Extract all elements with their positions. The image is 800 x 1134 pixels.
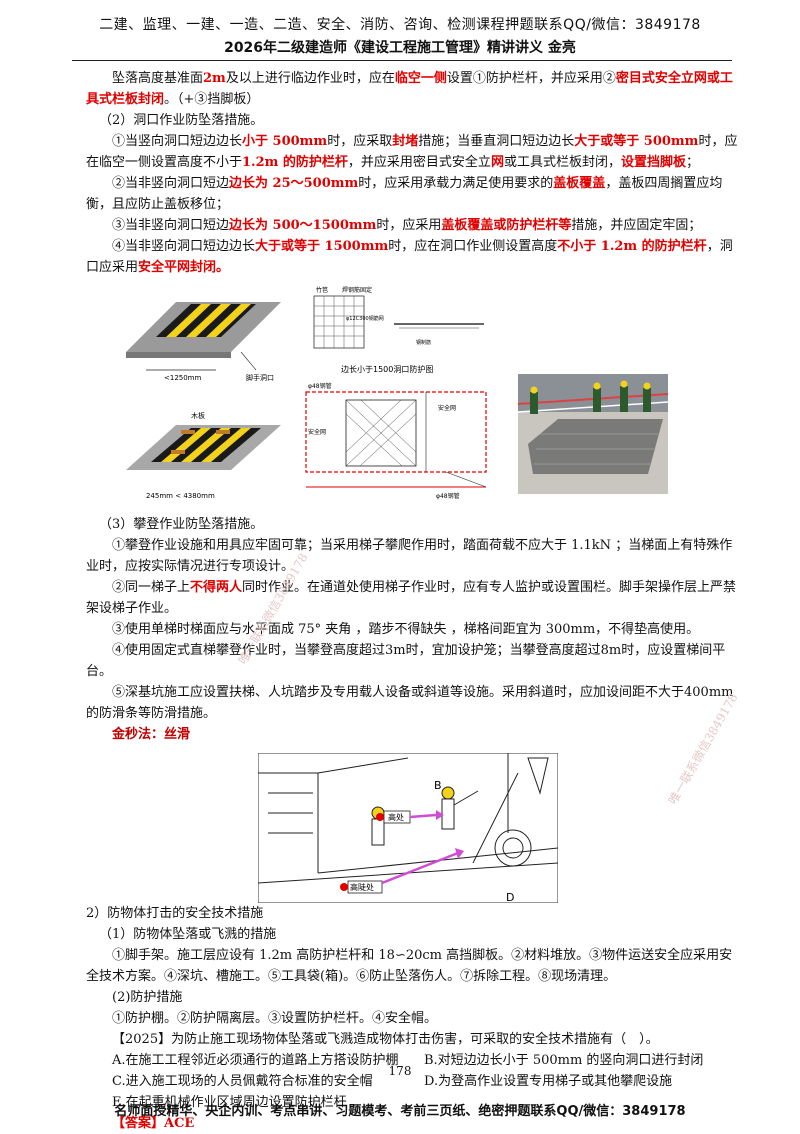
footer-contact-line: 名师面授精华、央企内训、考点串讲、习题模考、考前三页纸、绝密押题联系QQ/微信：… bbox=[114, 1104, 686, 1119]
net-label: 安全网 bbox=[438, 404, 456, 412]
text: 时，应采用承载力满足使用要求的 bbox=[358, 176, 554, 191]
net-label-2: 安全网 bbox=[308, 428, 326, 436]
opening-protection-figures: <1250mm 脚手洞口 木板 245mm < 4380mm 竹笆 焊钢筋固 bbox=[86, 282, 742, 512]
highlight: 1.2m 的防护栏杆 bbox=[242, 155, 348, 170]
plan-title: 边长小于1500洞口防护图 bbox=[341, 364, 433, 374]
text: 坠落高度基准面 bbox=[112, 71, 204, 86]
section-heading-openings: （2）洞口作业防坠落措施。 bbox=[99, 113, 264, 128]
text: 设置①防护栏杆，并应采用② bbox=[446, 71, 616, 86]
climbing-item-5: ⑤深基坑施工应设置扶梯、人坑踏步及专用载人设备或斜道等设施。采用斜道时，应加设间… bbox=[86, 685, 734, 721]
page-content: 坠落高度基准面2m及以上进行临边作业时，应在临空一侧设置①防护栏杆，并应采用②密… bbox=[86, 68, 742, 1134]
text: 时，应在临空一侧设置高度不小于 bbox=[86, 134, 738, 170]
rebar-label: 钢制筋 bbox=[416, 339, 431, 346]
text: 时，应采取 bbox=[327, 134, 393, 149]
highlight: 安全平网封闭。 bbox=[138, 260, 230, 275]
header-contact-line: 二建、监理、一建、一造、二造、安全、消防、咨询、检测课程押题联系QQ/微信：38… bbox=[99, 17, 701, 33]
exam-question: 【2025】为防止施工现场物体坠落或飞溅造成物体打击伤害，可采取的安全技术措施有… bbox=[112, 1032, 659, 1047]
option-c: C.进入施工现场的人员佩戴符合标准的安全帽 bbox=[112, 1074, 373, 1089]
text: 同时作业。在通道处使用梯子作业时，应有专人监护或设置围栏。脚手架操作层上严禁架设… bbox=[86, 580, 737, 616]
item-4: ④当非竖向洞口短边边长大于或等于 1500mm时，应在洞口作业侧设置高度不小于 … bbox=[86, 236, 742, 278]
highlight: 边长为 25～500mm bbox=[229, 176, 359, 191]
text: 措施；当垂直洞口短边边长 bbox=[418, 134, 575, 149]
highlight: 网 bbox=[490, 155, 504, 170]
highlight: 盖板覆盖 bbox=[553, 176, 606, 191]
options-row-2: C.进入施工现场的人员佩戴符合标准的安全帽 D.为登高作业设置专用梯子或其他攀爬… bbox=[86, 1071, 742, 1092]
item-3: ③当非竖向洞口短边边长为 500～1500mm时，应采用盖板覆盖或防护栏杆等措施… bbox=[86, 215, 742, 236]
text: 及以上进行临边作业时，应在 bbox=[225, 71, 395, 86]
section-heading-climbing: （3）攀登作业防坠落措施。 bbox=[99, 517, 264, 532]
climbing-item-1: ①攀登作业设施和用具应牢固可靠；当采用梯子攀爬作用时，踏面荷载不应大于 1.1k… bbox=[86, 538, 733, 574]
text: ，洞口应采用 bbox=[86, 239, 733, 275]
highlight: 设置挡脚板 bbox=[620, 155, 686, 170]
text: 或工具式栏板封闭， bbox=[503, 155, 621, 170]
section-heading-object-strike: 2）防物体打击的安全技术措施 bbox=[86, 906, 264, 921]
highlight: 封堵 bbox=[392, 134, 419, 149]
item-1: ①当竖向洞口短边边长小于 500mm时，应采取封堵措施；当垂直洞口短边边长大于或… bbox=[86, 131, 742, 173]
object-strike-illustration: B D 高处 高陡处 bbox=[258, 753, 798, 903]
text: ②当非竖向洞口短边 bbox=[112, 176, 230, 191]
highlight: 密目式安全立网或工具式栏板封闭 bbox=[86, 71, 733, 107]
tag-steep: 高陡处 bbox=[350, 882, 374, 892]
mesh-detail-drawing: 竹笆 焊钢筋固定 φ12C300钢筋网 钢制筋 bbox=[313, 286, 484, 349]
text: 措施，并应固定牢固； bbox=[571, 218, 702, 233]
plank-label: 木板 bbox=[191, 411, 205, 420]
worksite-sketch: B D 高处 高陡处 bbox=[258, 753, 558, 903]
text: ①当竖向洞口短边边长 bbox=[112, 134, 243, 149]
label-b: B bbox=[434, 779, 442, 792]
pipe-label-2: φ48钢管 bbox=[436, 492, 460, 500]
option-b: B.对短边边长小于 500mm 的竖向洞口进行封闭 bbox=[424, 1053, 704, 1068]
answer: 【答案】ACE bbox=[112, 1116, 195, 1131]
highlight: 边长为 500～1500mm bbox=[229, 218, 377, 233]
climbing-item-3: ③使用单梯时梯面应与水平面成 75° 夹角 ，踏步不得缺失 ，梯格间距宜为 30… bbox=[112, 622, 700, 637]
header-title: 2026年二级建造师《建设工程施工管理》精讲讲义 金亮 bbox=[224, 40, 576, 56]
dimension-label-2: 245mm < 4380mm bbox=[146, 492, 215, 500]
page-number: 178 bbox=[388, 1064, 412, 1078]
highlight: 2m bbox=[203, 71, 226, 86]
item-2: ②当非竖向洞口短边边长为 25～500mm时，应采用承载力满足使用要求的盖板覆盖… bbox=[86, 173, 742, 215]
highlight: 盖板覆盖或防护栏杆等 bbox=[441, 218, 572, 233]
text: 时，应在洞口作业侧设置高度 bbox=[388, 239, 558, 254]
header-divider bbox=[72, 60, 732, 61]
climbing-item-4: ④使用固定式直梯攀登作业时，当攀登高度超过3m时，宜加设护笼；当攀登高度超过8m… bbox=[86, 643, 726, 679]
text: ②同一梯子上 bbox=[112, 580, 191, 595]
text: ③当非竖向洞口短边 bbox=[112, 218, 230, 233]
weld-label: 焊钢筋固定 bbox=[342, 286, 372, 294]
highlight: 小于 500mm bbox=[242, 134, 328, 149]
mnemonic: 金秒法：丝滑 bbox=[112, 727, 191, 742]
highlight: 大于或等于 1500mm bbox=[255, 239, 389, 254]
opening-cover-illustration-bottom: 木板 245mm < 4380mm bbox=[126, 411, 281, 500]
option-d: D.为登高作业设置专用梯子或其他攀爬设施 bbox=[424, 1074, 673, 1089]
tag-high: 高处 bbox=[388, 812, 404, 822]
text: 时，应采用 bbox=[376, 218, 442, 233]
paragraph-edge-work: 坠落高度基准面2m及以上进行临边作业时，应在临空一侧设置①防护栏杆，并应采用②密… bbox=[86, 68, 742, 110]
site-photo bbox=[518, 374, 668, 494]
opening-protection-plan: 边长小于1500洞口防护图 安全网 φ48钢管 安全网 φ48钢管 bbox=[305, 364, 487, 500]
text: ，并应采用密目式安全立 bbox=[347, 155, 491, 170]
highlight: 不小于 1.2m 的防护栏杆 bbox=[557, 239, 707, 254]
text: ； bbox=[685, 155, 699, 170]
highlight: 临空一侧 bbox=[394, 71, 447, 86]
label-d: D bbox=[506, 891, 514, 903]
highlight: 不得两人 bbox=[190, 580, 243, 595]
mesh-label: φ12C300钢筋网 bbox=[346, 315, 384, 322]
climbing-item-2: ②同一梯子上不得两人同时作业。在通道处使用梯子作业时，应有专人监护或设置围栏。脚… bbox=[86, 577, 742, 619]
options-row-1: A.在施工工程邻近必须通行的道路上方搭设防护棚 B.对短边边长小于 500mm … bbox=[86, 1050, 742, 1071]
section-heading-falling-objects: （1）防物体坠落或飞溅的措施 bbox=[99, 927, 277, 942]
option-a: A.在施工工程邻近必须通行的道路上方搭设防护棚 bbox=[112, 1053, 399, 1068]
text: ④当非竖向洞口短边边长 bbox=[112, 239, 256, 254]
protection-measures: ①防护棚。②防护隔离层。③设置防护栏杆。④安全帽。 bbox=[112, 1011, 438, 1026]
opening-cover-illustration-top: <1250mm 脚手洞口 bbox=[126, 302, 281, 382]
section-heading-protection: (2)防护措施 bbox=[112, 990, 183, 1005]
option-e: E.在起重机械作业区域周边设置防护栏杆 bbox=[112, 1095, 347, 1110]
opening-label: 脚手洞口 bbox=[246, 373, 274, 382]
dimension-label: <1250mm bbox=[164, 374, 201, 382]
falling-objects-measures: ①脚手架。施工层应设有 1.2m 高防护栏杆和 18∽20cm 高挡脚板。②材料… bbox=[86, 948, 733, 984]
highlight: 大于或等于 500mm bbox=[574, 134, 699, 149]
bamboo-label: 竹笆 bbox=[316, 286, 328, 294]
pipe-label: φ48钢管 bbox=[308, 382, 332, 390]
text: 。（+③挡脚板） bbox=[164, 92, 260, 107]
text: ，盖板四周搁置应均衡，且应防止盖板移位； bbox=[86, 176, 723, 212]
